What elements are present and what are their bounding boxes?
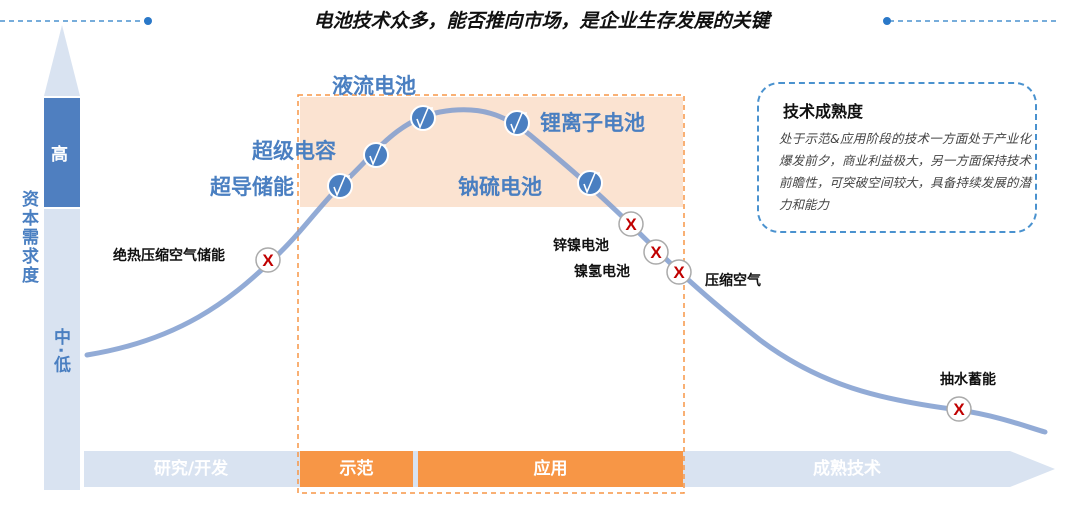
y-axis-high-segment (44, 98, 80, 207)
y-axis-midlow-label: 中·低 (50, 328, 70, 375)
info-title: 技术成熟度 (783, 102, 864, 121)
demo-application-box (297, 94, 685, 494)
tech-label-nimh: 镍氢电池 (574, 264, 630, 280)
info-text: 处于示范&应用阶段的技术一方面处于产业化爆发前夕，商业利益极大，另一方面保持技术… (779, 131, 1031, 212)
x-mark-icon: X (643, 239, 669, 265)
svg-text:X: X (625, 215, 637, 234)
stage-mature: 成熟技术 (813, 459, 881, 479)
check-icon (410, 105, 436, 131)
check-icon (327, 173, 353, 199)
x-mark-icon: X (946, 396, 972, 422)
x-mark-icon: X (255, 247, 281, 273)
tech-label-li-ion: 锂离子电池 (540, 111, 645, 135)
tech-label-supercapacitor: 超级电容 (252, 139, 336, 163)
svg-text:X: X (262, 251, 274, 270)
tech-label-smes: 超导储能 (210, 175, 294, 199)
tech-label-zinc-nickel: 锌镍电池 (553, 238, 609, 254)
svg-text:X: X (673, 263, 685, 282)
svg-text:X: X (953, 400, 965, 419)
y-axis-low-segment (44, 209, 80, 490)
title-dashes (0, 17, 1060, 25)
y-axis-arrowhead (44, 25, 80, 96)
page-title: 电池技术众多，能否推向市场，是企业生存发展的关键 (313, 10, 770, 32)
stage-research: 研究/开发 (153, 459, 229, 479)
y-axis-label: 资本需求度 (18, 190, 38, 285)
check-icon (363, 142, 389, 168)
tech-label-flow-battery: 液流电池 (332, 74, 416, 98)
tech-label-nas: 钠硫电池 (458, 175, 542, 199)
maturity-curve (84, 107, 1048, 435)
tech-label-adiabatic-caes: 绝热压缩空气储能 (113, 248, 225, 264)
check-icon (577, 170, 603, 196)
stage-application: 应用 (418, 451, 683, 487)
x-mark-icon: X (618, 211, 644, 237)
info-box: 技术成熟度 处于示范&应用阶段的技术一方面处于产业化爆发前夕，商业利益极大，另一… (757, 82, 1037, 233)
tech-label-pumped-hydro: 抽水蓄能 (940, 372, 996, 388)
x-mark-icon: X (666, 259, 692, 285)
svg-text:X: X (650, 243, 662, 262)
stage-demo: 示范 (300, 451, 413, 487)
y-axis-high-label: 高 (51, 145, 68, 165)
check-icon (504, 110, 530, 136)
tech-label-caes: 压缩空气 (705, 273, 761, 289)
